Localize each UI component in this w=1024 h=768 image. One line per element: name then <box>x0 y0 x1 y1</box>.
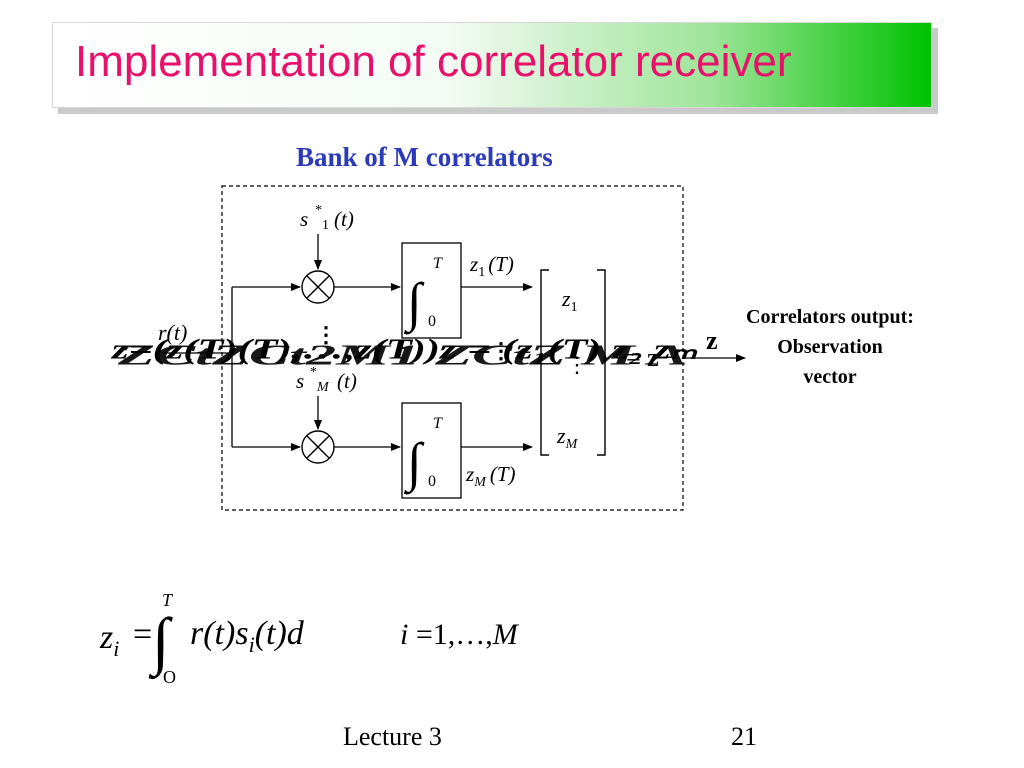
ref-signal-M-label: s <box>296 369 304 393</box>
ref-signal-M-sub: M <box>316 380 330 395</box>
integrator-1-upper: T <box>433 255 443 272</box>
svg-text:r(t)si(t)d: r(t)si(t)d <box>190 615 305 657</box>
bank-label: Bank of M correlators <box>296 142 553 172</box>
vector-entry-1: z1 <box>561 286 578 315</box>
ref-signal-1-super: * <box>315 203 322 218</box>
integrator-M-lower: 0 <box>428 473 436 490</box>
vector-left-bracket <box>540 269 549 456</box>
integrator-M-sign: ∫ <box>404 432 425 495</box>
output-ellipsis: ⋮ <box>490 338 512 363</box>
vector-entry-M: zM <box>556 423 579 452</box>
svg-text:=: = <box>133 616 152 653</box>
svg-text:z=(z(T)(T),…,z(T))z = (z₁(T) z: z=(z(T)(T),…,z(T))z = (z₁(T) z₂ zₘ <box>110 334 698 365</box>
integrator-1-box <box>401 242 462 339</box>
vector-ellipsis: ⋮ <box>566 352 588 377</box>
integrator-output-1: z1(T) <box>469 252 514 280</box>
footer-page-number: 21 <box>731 722 757 751</box>
svg-text:T: T <box>162 590 174 610</box>
output-description-line-2: Observation <box>777 336 883 358</box>
ref-signal-M-super: * <box>310 365 317 380</box>
input-label: r(t) <box>158 320 187 345</box>
integrator-M-box <box>401 402 462 499</box>
svg-text:ZCtZCt2M1 ZCtZ M A: ZCtZCt2M1 ZCtZ M A <box>116 340 688 371</box>
ref-signal-1-label: s <box>300 207 308 231</box>
integrator-M-upper: T <box>433 415 443 432</box>
integral-equation: zi = ∫ T O r(t)si(t)d i =1,…,M <box>99 590 520 687</box>
title-bar: Implementation of correlator receiver <box>52 22 932 108</box>
svg-text:i =1,…,M: i =1,…,M <box>400 618 520 651</box>
integrator-1-lower: 0 <box>428 313 436 330</box>
equals-vector: = z <box>626 343 659 372</box>
vector-equation-garbled: z=(z(T)(T),…,z(T))z = (z₁(T) z₂ zₘ ZCtZC… <box>110 334 698 371</box>
output-description-line-3: vector <box>803 366 857 388</box>
integrator-1-sign: ∫ <box>404 272 425 335</box>
ref-signal-1-arg: (t) <box>334 207 354 231</box>
branch-ellipsis: ⋮ <box>315 322 337 347</box>
output-symbol: z <box>706 326 718 355</box>
ref-signal-1-sub: 1 <box>322 218 329 233</box>
integrator-output-M: zM(T) <box>465 462 516 490</box>
vector-right-bracket <box>597 269 606 456</box>
slide-title: Implementation of correlator receiver <box>75 37 792 86</box>
output-description-line-1: Correlators output: <box>746 306 914 328</box>
ref-signal-M-arg: (t) <box>337 369 357 393</box>
bank-dashed-box <box>221 185 684 511</box>
output-description: Correlators output: Observation vector <box>716 302 944 392</box>
svg-text:O: O <box>163 667 176 687</box>
svg-text:∫: ∫ <box>148 605 173 680</box>
svg-text:zi: zi <box>99 619 119 661</box>
footer-lecture: Lecture 3 <box>343 722 442 751</box>
